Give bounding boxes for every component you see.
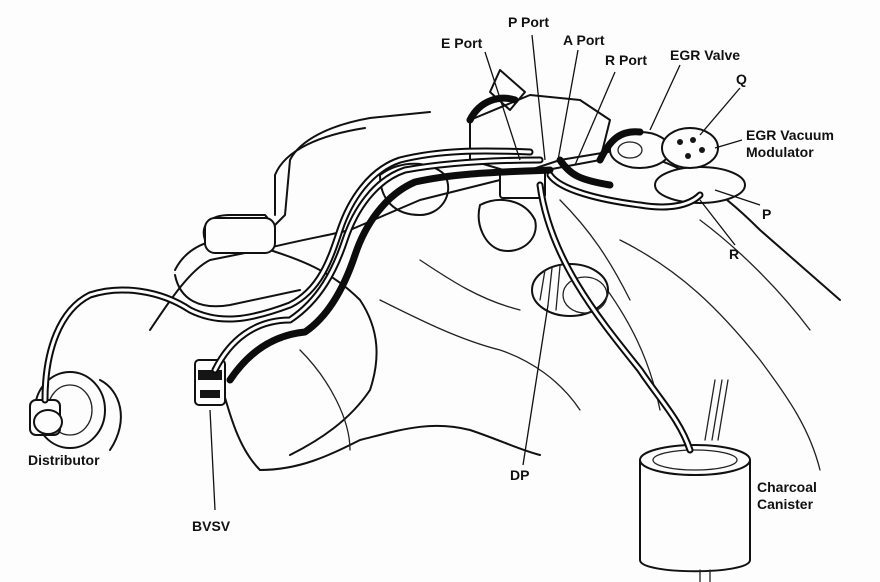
vacuum-hoses	[41, 94, 704, 454]
distributor-unit	[29, 371, 122, 451]
e-port-label: E Port	[441, 35, 483, 51]
egr-assembly	[609, 127, 746, 204]
q-label: Q	[736, 71, 747, 87]
engine-block	[149, 149, 841, 471]
egr-vacuum-modulator-label-line1: EGR Vacuum	[746, 127, 834, 143]
r-label: R	[729, 246, 740, 262]
r-port-label: R Port	[605, 52, 647, 68]
leader-lines	[209, 34, 761, 511]
a-port-label: A Port	[563, 32, 605, 48]
distributor-label: Distributor	[28, 452, 100, 468]
egr-valve-label: EGR Valve	[670, 47, 741, 63]
valve-cover	[174, 111, 431, 308]
charcoal-canister-unit	[639, 379, 751, 582]
egr-vacuum-modulator-label-line2: Modulator	[746, 144, 814, 160]
dp-label: DP	[510, 467, 530, 483]
charcoal-canister-label-line1: Charcoal	[757, 479, 817, 495]
p-port-label: P Port	[508, 14, 549, 30]
charcoal-canister-label-line2: Canister	[757, 496, 814, 512]
p-label: P	[762, 206, 772, 222]
bvsv-label: BVSV	[192, 518, 231, 534]
